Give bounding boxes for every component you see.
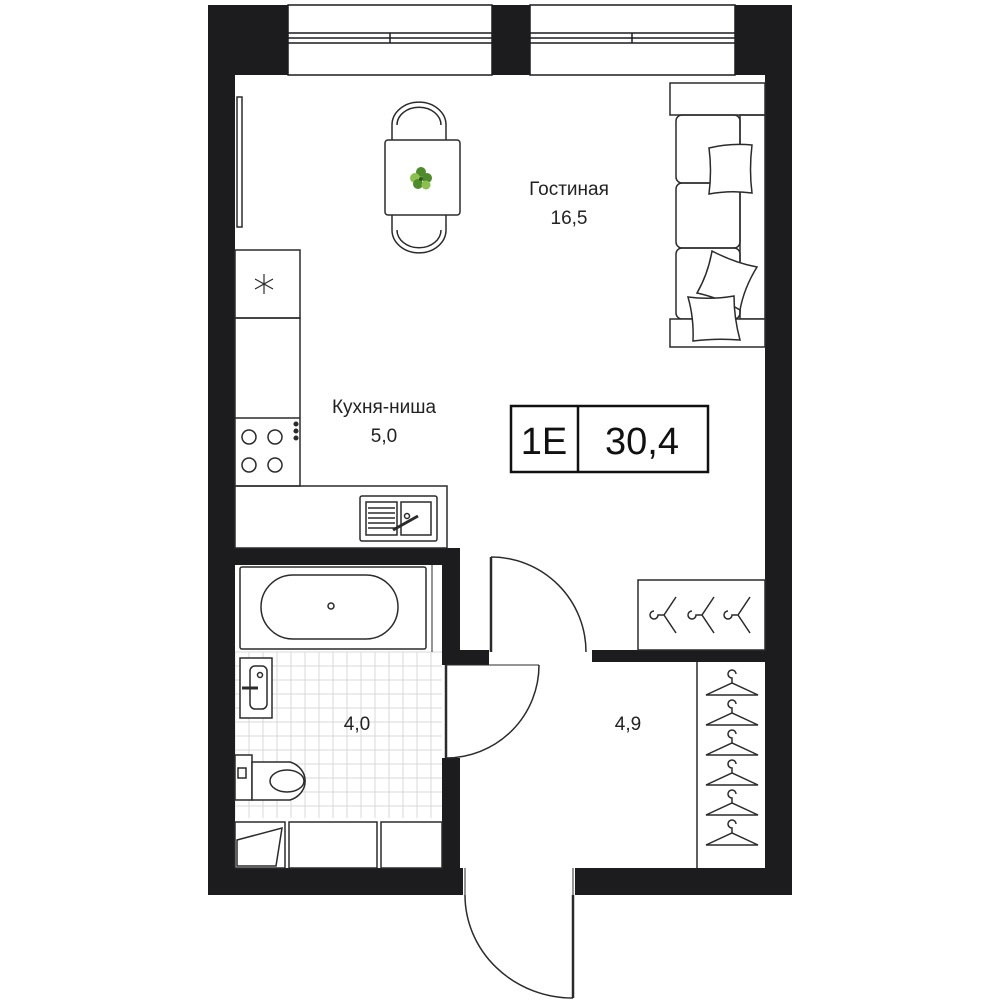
wall-panel	[236, 96, 243, 228]
snowflake-icon	[254, 274, 274, 294]
kitchen-counter	[234, 249, 448, 549]
wash-basin	[239, 657, 273, 719]
bathroom-tile-grid	[234, 651, 442, 818]
walls	[208, 5, 792, 895]
hanger-icon	[705, 759, 759, 786]
burner-icon	[267, 457, 283, 473]
window-left	[287, 4, 493, 76]
furniture	[234, 82, 766, 869]
stove	[241, 421, 299, 473]
apartment-total-area: 30,4	[605, 421, 679, 463]
windows	[287, 4, 736, 76]
pillow-3	[686, 295, 742, 342]
bathroom-right-wall-lower	[442, 758, 460, 868]
chair-top	[391, 101, 447, 140]
sink	[359, 495, 438, 542]
hanger-icon	[687, 596, 715, 634]
bathroom-area: 4,0	[344, 714, 370, 735]
hanger-icon	[649, 596, 677, 634]
kitchen-area: 5,0	[371, 426, 397, 447]
left-wall	[208, 5, 235, 895]
hanger-icon	[705, 669, 759, 696]
hanger-icon	[723, 596, 751, 634]
plant-icon	[410, 167, 432, 190]
pillow-2	[695, 249, 759, 312]
hallway-partition	[592, 650, 765, 662]
bathroom-wall-stub	[442, 650, 489, 665]
hanger-icon	[705, 729, 759, 756]
burner-icon	[241, 429, 257, 445]
hallway-area: 4,9	[615, 714, 641, 735]
apartment-type: 1E	[521, 421, 567, 463]
sofa	[669, 82, 766, 348]
hanger-icon	[705, 819, 759, 846]
kitchen-name: Кухня-ниша	[332, 397, 437, 418]
bathroom-top-wall	[235, 548, 460, 565]
door-bathroom	[444, 664, 540, 759]
bathtub	[239, 566, 427, 650]
bottom-wall-left	[208, 868, 463, 895]
burner-icon	[267, 429, 283, 445]
right-wall	[765, 5, 792, 895]
sofa-armrest-top	[669, 82, 766, 116]
hanger-icon	[705, 699, 759, 726]
burner-icon	[241, 457, 257, 473]
door-living-room	[489, 556, 587, 653]
counter-left	[234, 317, 301, 487]
room-labels: Гостиная 16,5 Кухня-ниша 5,0 4,0 4,9	[332, 179, 641, 735]
door-entrance	[464, 868, 575, 999]
drain-icon	[327, 602, 335, 610]
living-room-name: Гостиная	[529, 179, 609, 200]
sofa-seat-2	[675, 182, 741, 249]
counter-bottom	[234, 485, 448, 549]
apartment-badge: 1E 30,4	[509, 404, 710, 474]
window-right	[529, 4, 736, 76]
fridge	[234, 249, 301, 319]
faucet-icon	[392, 514, 419, 532]
bathroom-right-wall-upper	[442, 548, 460, 665]
chair-bottom	[391, 215, 447, 254]
bottom-wall-right	[575, 868, 792, 895]
utility-cabinets	[234, 821, 443, 869]
wardrobe-hallway	[696, 662, 759, 868]
hanger-icon	[705, 789, 759, 816]
living-room-area: 16,5	[551, 208, 588, 229]
top-wall-middle	[492, 5, 530, 75]
doors	[444, 556, 587, 999]
wardrobe-living	[637, 579, 766, 651]
toilet	[234, 754, 306, 801]
pillow-1	[708, 143, 753, 195]
